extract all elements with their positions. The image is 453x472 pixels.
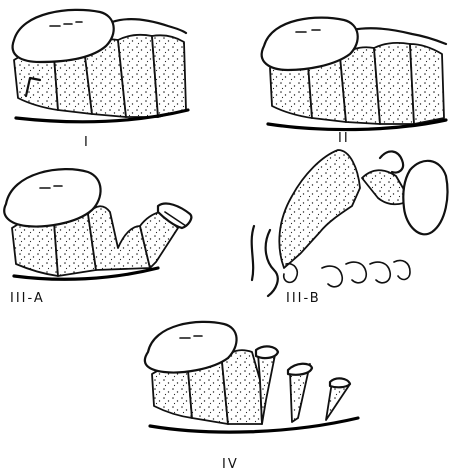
panel-iv-label: IV (222, 457, 239, 472)
panel-iii-b-label: III-B (286, 291, 321, 306)
panel-iii-a: III-A (4, 169, 191, 306)
panel-ii: II (262, 18, 446, 146)
panel-iii-b: III-B (252, 150, 448, 306)
panel-iii-a-label: III-A (10, 291, 45, 306)
panel-i-label: I (84, 135, 90, 150)
panel-ii-label: II (338, 131, 350, 146)
panel-i: I (13, 10, 188, 150)
panel-iv: IV (145, 322, 358, 472)
